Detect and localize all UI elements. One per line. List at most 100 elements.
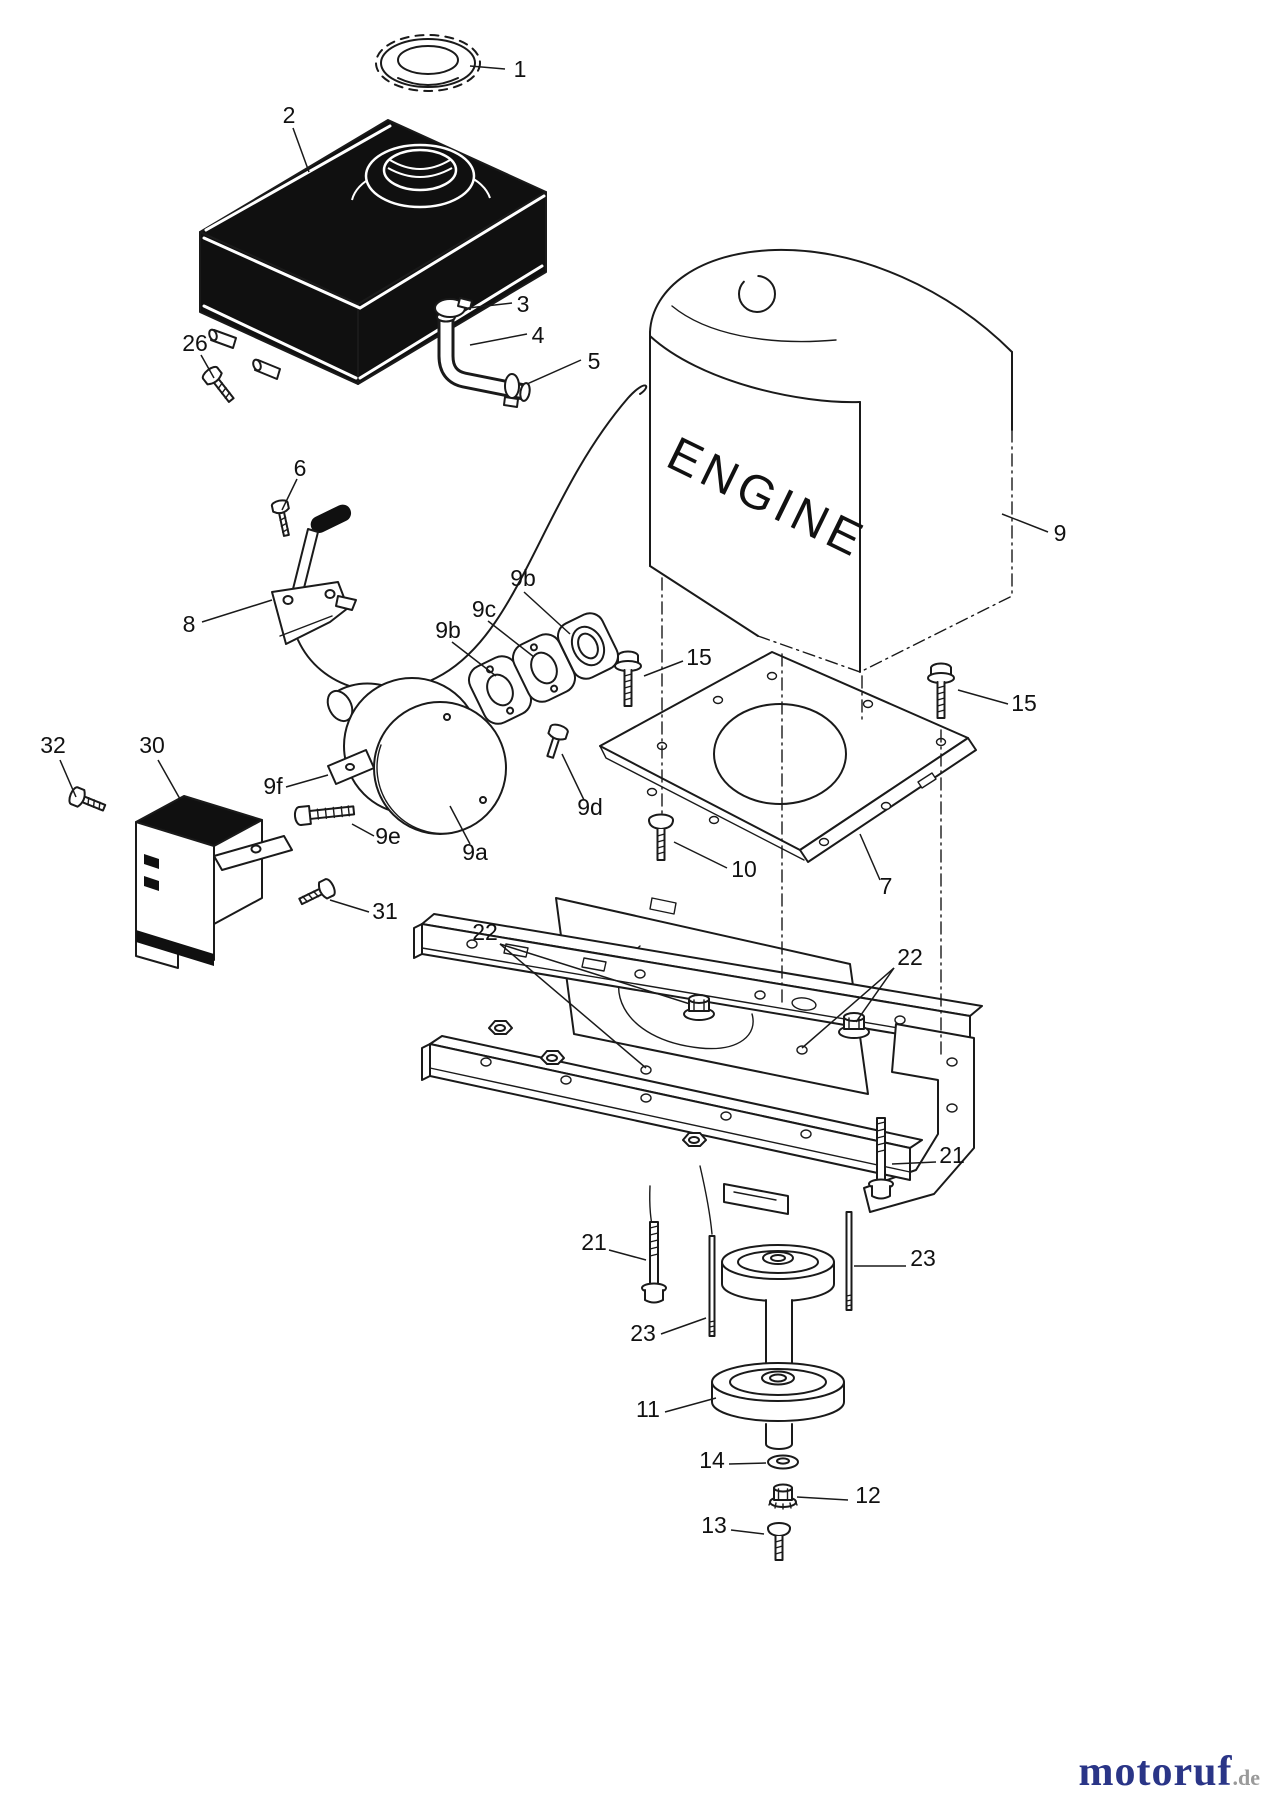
- exhaust-gasket-front: [556, 612, 620, 680]
- engine-label: ENGINE: [659, 427, 875, 568]
- part-callout: 4: [532, 322, 545, 348]
- part-callout: 9b: [435, 617, 461, 643]
- hub-bolt: [767, 1522, 791, 1561]
- control-module: [135, 795, 293, 969]
- engine-outline: ENGINE: [649, 248, 1013, 673]
- leader-line: [157, 759, 181, 800]
- keps-nut: [768, 1483, 798, 1510]
- muffler: [326, 677, 507, 835]
- part-callout: 5: [588, 348, 601, 374]
- leader-line: [200, 354, 215, 379]
- engine-mount-bolt-left: [614, 650, 642, 707]
- part-callout: 13: [701, 1512, 727, 1538]
- leader-line: [292, 127, 310, 173]
- leader-line: [608, 1249, 647, 1261]
- frame-bolt-head: [540, 1050, 565, 1065]
- leader-line: [526, 359, 582, 385]
- leader-line: [467, 302, 513, 309]
- leader-line: [329, 899, 370, 913]
- part-callout: 9a: [462, 839, 488, 865]
- leader-line: [499, 943, 647, 1069]
- leader-line: [859, 833, 881, 881]
- part-callout: 9e: [375, 823, 401, 849]
- fuel-cap: [375, 34, 481, 92]
- part-callout: 9c: [472, 596, 496, 622]
- tank-mount-screw: [201, 365, 235, 403]
- watermark-brand: motoruf: [1078, 1749, 1233, 1795]
- muffler-bracket: [327, 749, 375, 785]
- part-callout: 2: [283, 102, 296, 128]
- plate-screw: [648, 813, 674, 861]
- part-callout: 9f: [263, 773, 283, 799]
- part-callout: 22: [472, 919, 498, 945]
- leader-line: [957, 689, 1009, 705]
- tank-fitting: [208, 328, 281, 380]
- leader-line: [728, 1462, 767, 1465]
- part-callout: 23: [630, 1320, 656, 1346]
- leader-line: [561, 753, 585, 801]
- leader-line: [855, 967, 895, 1023]
- frame-bolt-head: [488, 1020, 513, 1035]
- part-callout: 11: [636, 1396, 660, 1422]
- leader-line: [469, 333, 528, 346]
- watermark: motoruf.de: [1079, 1748, 1260, 1796]
- leader-line: [660, 1317, 707, 1335]
- leader-line: [673, 841, 728, 869]
- leader-line: [449, 805, 471, 845]
- tank-filler-neck: [351, 143, 491, 209]
- engine-mount-bolt-right: [927, 662, 955, 719]
- part-callout: 31: [372, 898, 398, 924]
- part-callout: 10: [731, 856, 757, 882]
- module-screw-right: [298, 878, 336, 906]
- muffler-bolt: [293, 805, 356, 826]
- leader-line: [487, 620, 535, 658]
- part-callout: 1: [514, 56, 527, 82]
- throttle-screw: [270, 499, 290, 537]
- part-callout: 12: [855, 1482, 881, 1508]
- part-callout: 21: [939, 1142, 965, 1168]
- leader-line: [891, 1161, 937, 1165]
- leader-line: [730, 1529, 765, 1535]
- fuel-tank: [199, 119, 547, 385]
- frame-bolt-right: [868, 1117, 894, 1200]
- leader-line: [281, 478, 298, 511]
- part-callout: 22: [897, 944, 923, 970]
- leader-line: [285, 774, 329, 788]
- part-callout: 9: [1054, 520, 1067, 546]
- fuel-hose: [436, 311, 531, 402]
- part-callout: 26: [182, 330, 208, 356]
- part-callout: 21: [581, 1229, 607, 1255]
- watermark-tld: .de: [1232, 1765, 1261, 1790]
- alignment-lines: [661, 577, 942, 1057]
- leader-line: [201, 599, 273, 623]
- manifold-bolt: [546, 723, 569, 759]
- part-callout: 7: [880, 873, 893, 899]
- leader-line: [469, 65, 506, 70]
- frame-bolt-left: [641, 1221, 667, 1304]
- part-callout: 9d: [577, 794, 603, 820]
- part-callout: 9b: [510, 565, 536, 591]
- callout-labels: 1 2 3 4 5 26 6 8 9 9b 9c 9b 15 15 9f 9e …: [40, 56, 1066, 1538]
- flange-nut-left: [683, 994, 715, 1021]
- leader-line: [451, 641, 497, 677]
- frame-assembly: [413, 897, 983, 1235]
- leader-line: [643, 660, 684, 677]
- part-callout: 14: [699, 1447, 725, 1473]
- leader-line: [351, 823, 375, 837]
- idler-rod-left: [708, 1235, 716, 1337]
- part-callout: 3: [517, 291, 530, 317]
- leader-line: [1001, 513, 1049, 533]
- flange-nut-right: [838, 1012, 870, 1039]
- part-callout: 32: [40, 732, 66, 758]
- leader-line: [664, 1397, 717, 1413]
- leader-line: [801, 967, 895, 1049]
- exhaust-gasket-rear: [467, 655, 533, 725]
- leader-line: [796, 1496, 849, 1501]
- frame-bolt-head: [682, 1132, 707, 1147]
- engine-mounting-plate: [599, 651, 977, 863]
- part-callout: 8: [183, 611, 196, 637]
- throttle-control: [271, 504, 357, 645]
- hose-clamp-lower: [503, 373, 520, 408]
